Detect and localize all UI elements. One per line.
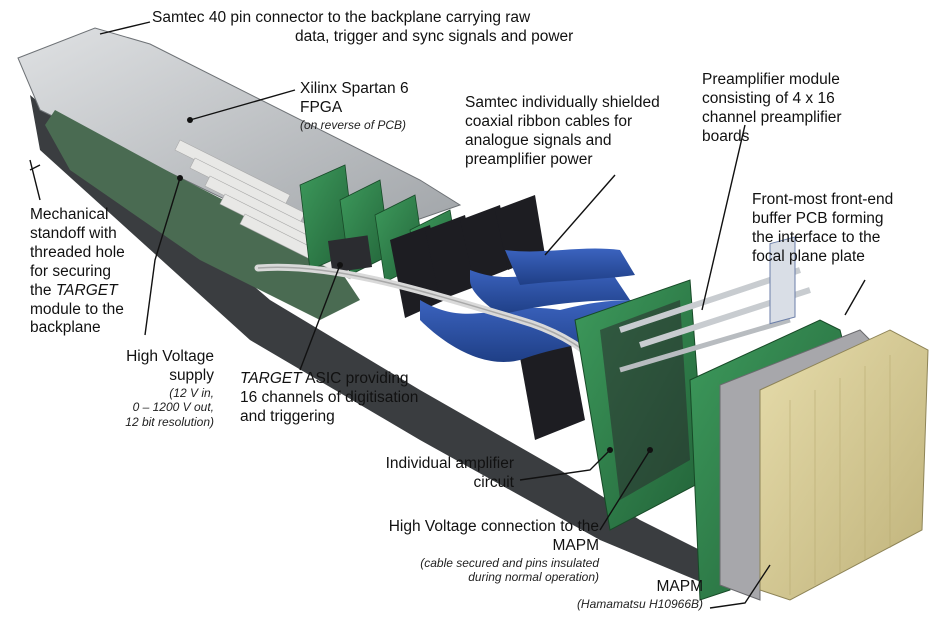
label-note-line: (12 V in, — [169, 385, 214, 400]
label-line: Xilinx Spartan 6 — [300, 80, 409, 97]
mapm-label — [769, 236, 796, 325]
preamp-frame — [574, 267, 811, 531]
label-note: (12 V in, 0 – 1200 V out, 12 bit resolut… — [125, 386, 214, 430]
label-mapm: MAPM (Hamamatsu H10966B) — [577, 578, 703, 612]
label-line: backplane — [30, 319, 101, 337]
label-fpga: Xilinx Spartan 6 FPGA (on reverse of PCB… — [300, 80, 409, 132]
label-samtec-connector: Samtec 40 pin connector to the backplane… — [152, 9, 573, 47]
label-hv-connection: High Voltage connection to the MAPM (cab… — [389, 518, 599, 585]
label-target-asic: TARGET ASIC providing 16 channels of dig… — [240, 370, 418, 427]
label-line: circuit — [473, 473, 514, 491]
label-line: MAPM — [656, 578, 704, 595]
label-note: (Hamamatsu H10966B) — [576, 596, 703, 611]
label-text: the — [30, 281, 56, 299]
label-line: High Voltage — [126, 348, 214, 365]
label-line: preamplifier power — [465, 150, 593, 168]
label-line: 16 channels of digitisation — [240, 388, 419, 406]
label-line: consisting of 4 x 16 — [702, 89, 835, 107]
leader-dot — [607, 447, 613, 453]
label-note-line: during normal operation) — [468, 570, 599, 585]
label-line: analogue signals and — [465, 131, 612, 149]
label-line: module to the — [30, 300, 124, 318]
target-asic-chip — [327, 235, 373, 273]
mapm-grid — [789, 355, 891, 595]
label-preamp-module: Preamplifier module consisting of 4 x 16… — [702, 71, 842, 147]
label-line: channel preamplifier — [702, 108, 842, 126]
label-line: supply — [169, 366, 214, 384]
label-note-line: 0 – 1200 V out, — [132, 400, 214, 415]
label-line: Preamplifier module — [702, 71, 840, 88]
label-line: threaded hole — [30, 243, 125, 261]
label-line: TARGET ASIC providing — [240, 370, 418, 389]
label-line: Mechanical — [30, 206, 109, 223]
leader-dot — [337, 262, 343, 268]
leader-lines — [29, 21, 866, 609]
label-note-line: 12 bit resolution) — [125, 415, 214, 430]
label-line: buffer PCB forming — [752, 209, 884, 227]
label-line: the TARGET — [30, 282, 125, 301]
label-line: Front-most front-end — [752, 191, 894, 208]
chassis-underside — [30, 95, 720, 590]
label-line: data, trigger and sync signals and power — [295, 27, 574, 45]
label-line: for securing — [30, 262, 111, 280]
label-line: Samtec 40 pin connector to the backplane… — [152, 9, 531, 26]
label-note: (on reverse of PCB) — [300, 117, 407, 132]
label-ribbon-cables: Samtec individually shielded coaxial rib… — [465, 94, 660, 170]
label-note-line: (cable secured and pins insulated — [420, 555, 599, 570]
label-emphasis: TARGET — [240, 370, 302, 387]
label-line: MAPM — [552, 536, 600, 554]
label-line: coaxial ribbon cables for — [465, 112, 633, 130]
label-text: ASIC providing — [301, 370, 409, 387]
label-hv-supply: High Voltage supply (12 V in, 0 – 1200 V… — [125, 348, 214, 430]
label-line: High Voltage connection to the — [388, 518, 599, 535]
label-line: and triggering — [240, 407, 335, 425]
label-line: the interface to the — [752, 228, 881, 246]
mapm-face — [759, 329, 929, 601]
leader-dot — [177, 175, 183, 181]
leader-dot — [187, 117, 193, 123]
label-emphasis: TARGET — [55, 281, 118, 299]
label-line: Samtec individually shielded — [465, 94, 660, 111]
label-line: focal plane plate — [752, 247, 865, 265]
label-buffer-pcb: Front-most front-end buffer PCB forming … — [752, 191, 893, 267]
label-standoff: Mechanical standoff with threaded hole f… — [30, 206, 125, 338]
label-line: FPGA — [300, 98, 343, 116]
label-line: boards — [702, 127, 750, 145]
label-line: Individual amplifier — [385, 455, 514, 472]
leader-dot — [647, 447, 653, 453]
label-note: (cable secured and pins insulated during… — [389, 556, 599, 585]
label-amplifier: Individual amplifier circuit — [386, 455, 514, 493]
label-line: standoff with — [30, 224, 117, 242]
